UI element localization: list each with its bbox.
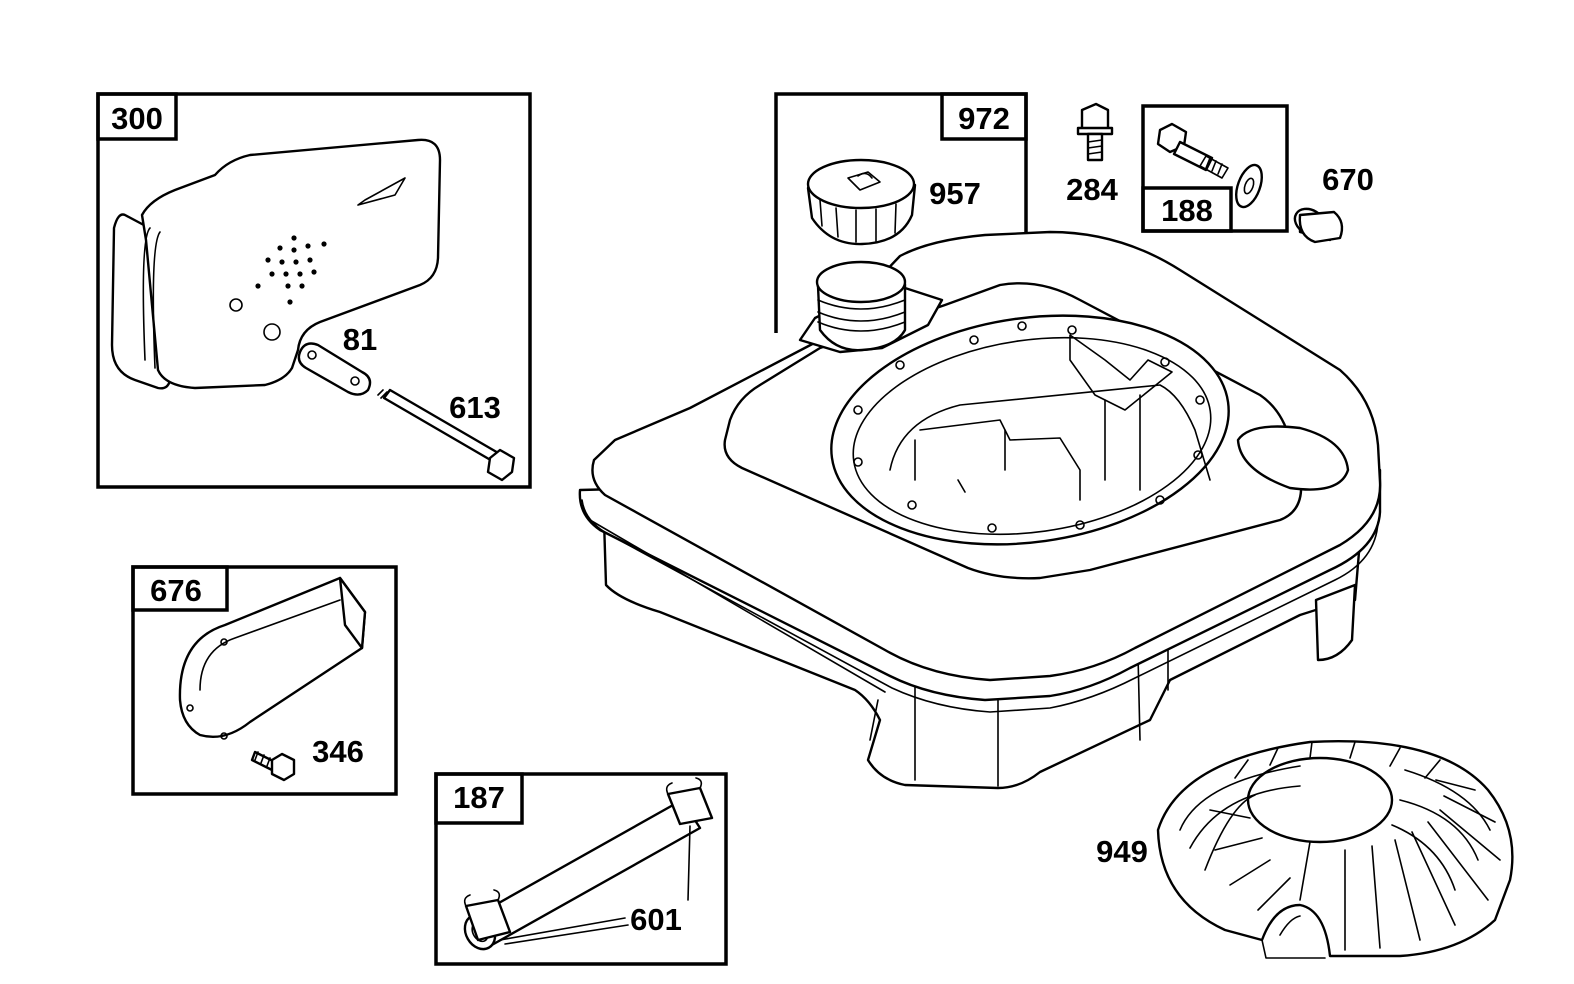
bolt-284 bbox=[1076, 102, 1114, 162]
bushing-670 bbox=[1293, 207, 1344, 244]
group-188-label-box bbox=[1141, 186, 1233, 233]
muffler-part bbox=[110, 138, 442, 390]
callout-346: 346 bbox=[312, 734, 364, 769]
blower-screen-949 bbox=[1156, 740, 1514, 959]
bolt-613 bbox=[377, 388, 516, 482]
tank-opening bbox=[830, 314, 1230, 546]
fuel-tank bbox=[578, 230, 1382, 790]
group-188: 188 bbox=[1141, 104, 1289, 233]
shoulder-bolt bbox=[1156, 122, 1229, 179]
callout-284: 284 bbox=[1066, 172, 1118, 207]
group-187-frame bbox=[434, 772, 728, 966]
callout-670: 670 bbox=[1322, 162, 1374, 197]
group-300-frame bbox=[96, 92, 532, 489]
group-676: 676 346 bbox=[131, 565, 398, 796]
lock-plate-81 bbox=[297, 342, 372, 396]
group-188-label: 188 bbox=[1161, 193, 1213, 228]
group-300-label: 300 bbox=[111, 101, 163, 136]
fuel-line-part bbox=[463, 777, 714, 951]
callout-81: 81 bbox=[343, 322, 377, 357]
washer bbox=[1235, 163, 1263, 209]
filler-neck bbox=[798, 260, 944, 354]
group-972: 972 957 bbox=[774, 92, 1028, 333]
group-972-label: 972 bbox=[958, 101, 1010, 136]
group-187: 187 601 bbox=[434, 772, 728, 966]
callout-949: 949 bbox=[1096, 834, 1148, 869]
group-187-label-box bbox=[434, 772, 524, 825]
group-676-label-box bbox=[131, 565, 229, 612]
group-676-frame bbox=[131, 565, 398, 796]
group-300: 300 81 bbox=[96, 92, 532, 489]
callout-613: 613 bbox=[449, 390, 501, 425]
muffler-guard-part bbox=[178, 576, 367, 740]
callout-601: 601 bbox=[630, 902, 682, 937]
screw-346 bbox=[250, 750, 296, 782]
group-972-frame bbox=[774, 92, 1028, 333]
group-300-label-box bbox=[96, 92, 178, 141]
group-187-label: 187 bbox=[453, 780, 505, 815]
fuel-cap-957 bbox=[806, 158, 917, 246]
group-676-label: 676 bbox=[150, 573, 202, 608]
callout-957: 957 bbox=[929, 176, 981, 211]
group-972-label-box bbox=[940, 92, 1028, 141]
